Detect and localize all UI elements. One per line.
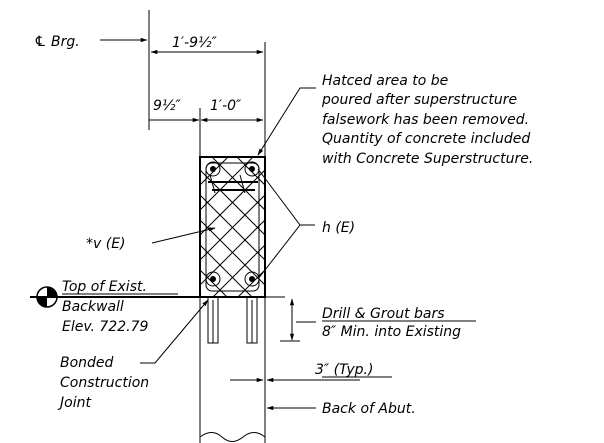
drill-grout-line-1: Drill & Grout bars bbox=[322, 306, 445, 322]
dowel-bar-right bbox=[246, 296, 258, 344]
dim-total-label: 1′-9½″ bbox=[172, 35, 218, 51]
drill-grout-line-2: 8″ Min. into Existing bbox=[322, 324, 461, 340]
stirrup-hooks bbox=[208, 174, 258, 194]
bonded-joint-line-2: Construction bbox=[60, 375, 149, 391]
bonded-joint-line-3: Joint bbox=[57, 395, 91, 411]
typ-3in-label: 3″ (Typ.) bbox=[315, 362, 373, 378]
hatched-note-line-4: Quantity of concrete included bbox=[322, 131, 530, 147]
bar-top-left bbox=[205, 161, 221, 177]
top-of-exist-line-2: Backwall bbox=[62, 299, 124, 315]
centerline-bearing-label: ℄ Brg. bbox=[34, 34, 80, 50]
hatched-note-line-1: Hatced area to be bbox=[322, 73, 448, 89]
existing-backwall bbox=[199, 297, 266, 443]
top-of-exist-line-1: Top of Exist. bbox=[62, 279, 147, 295]
bar-h-label: h (E) bbox=[322, 220, 355, 236]
dim-left-label: 9½″ bbox=[153, 98, 181, 114]
bar-bottom-right bbox=[244, 271, 260, 287]
bar-bottom-left bbox=[205, 271, 221, 287]
hatched-note-line-3: falsework has been removed. bbox=[322, 112, 529, 128]
back-of-abut-label: Back of Abut. bbox=[322, 401, 416, 417]
hatched-pour-area bbox=[199, 156, 266, 298]
dim-right-label: 1′-0″ bbox=[210, 98, 242, 114]
hatched-note-line-5: with Concrete Superstructure. bbox=[322, 151, 533, 167]
bar-top-right bbox=[244, 161, 260, 177]
top-of-exist-line-3: Elev. 722.79 bbox=[62, 319, 148, 335]
bonded-joint-line-1: Bonded bbox=[60, 355, 114, 371]
hatched-note-line-2: poured after superstructure bbox=[321, 92, 517, 108]
dowel-bar-left bbox=[207, 296, 219, 344]
bar-v-label: *v (E) bbox=[86, 236, 126, 252]
